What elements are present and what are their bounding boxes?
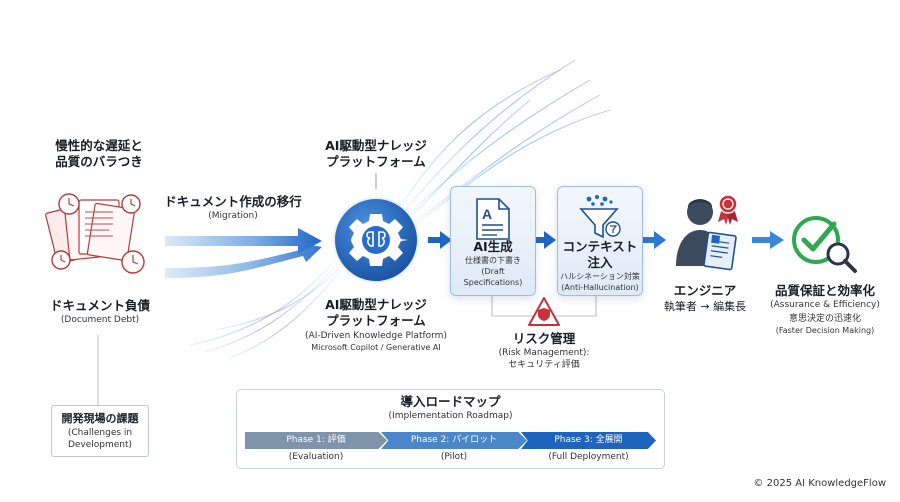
check-magnifier-icon bbox=[792, 216, 857, 273]
phase-3-chevron: Phase 3: 全展開 bbox=[521, 432, 656, 449]
phase-1-caption: (Evaluation) bbox=[288, 452, 344, 462]
context-injection-card: コンテキスト注入 ハルシネーション対策 (Anti-Hallucination) bbox=[557, 186, 643, 296]
arrow-engineer-to-quality bbox=[752, 231, 784, 249]
copyright-footer: © 2025 AI KnowledgeFlow bbox=[753, 478, 886, 489]
engineer-block: エンジニア 執筆者 → 編集長 bbox=[650, 283, 760, 315]
migration-arrow-lower bbox=[165, 243, 322, 278]
engineer-sub: 執筆者 → 編集長 bbox=[663, 300, 747, 313]
migration-label: ドキュメント作成の移行 (Migration) bbox=[164, 194, 302, 221]
arrow-gear-to-aigen bbox=[428, 231, 452, 249]
warning-shield-icon bbox=[528, 297, 560, 326]
phase-3-caption: (Full Deployment) bbox=[548, 452, 629, 462]
phase-2-chevron: Phase 2: パイロット bbox=[381, 432, 527, 449]
upper-wisps bbox=[394, 59, 611, 231]
platform-bottom-block: AI駆動型ナレッジ プラットフォーム (AI-Driven Knowledge … bbox=[305, 297, 447, 352]
challenges-box: 開発現場の課題 (Challenges in Development) bbox=[51, 405, 149, 457]
risk-title: リスク管理 bbox=[512, 331, 576, 346]
svg-text:A: A bbox=[482, 206, 492, 222]
engineer-title: エンジニア bbox=[673, 283, 737, 298]
risk-block: リスク管理 (Risk Management): セキュリティ評価 bbox=[484, 331, 604, 371]
quality-title: 品質保証と効率化 bbox=[774, 283, 875, 298]
roadmap-subtitle: (Implementation Roadmap) bbox=[388, 411, 513, 421]
platform-top-label: AI駆動型ナレッジ プラットフォーム bbox=[325, 138, 427, 169]
problem-title: ドキュメント負債 bbox=[49, 298, 150, 313]
lower-wisps bbox=[189, 259, 343, 359]
engineer-icon bbox=[676, 194, 738, 271]
problem-title-block: ドキュメント負債 (Document Debt) bbox=[30, 298, 170, 326]
phase-1-chevron: Phase 1: 評価 bbox=[245, 432, 387, 449]
document-a-icon: A bbox=[476, 198, 510, 240]
problem-subtitle: (Document Debt) bbox=[60, 315, 140, 325]
funnel-icon bbox=[579, 195, 621, 239]
arrow-context-to-engineer bbox=[643, 231, 666, 249]
roadmap-title: 導入ロードマップ bbox=[400, 394, 501, 409]
arrow-aigen-to-context bbox=[533, 231, 556, 249]
quality-block: 品質保証と効率化 (Assurance & Efficiency) 意思決定の迅… bbox=[755, 283, 895, 336]
ai-gen-title: AI生成 bbox=[473, 239, 513, 254]
phase-2-caption: (Pilot) bbox=[440, 452, 468, 462]
document-stack-icon bbox=[45, 193, 145, 274]
migration-arrow-upper bbox=[165, 228, 322, 254]
problem-heading: 慢性的な遅延と 品質のバラつき bbox=[55, 138, 143, 169]
roadmap-box: 導入ロードマップ (Implementation Roadmap) Phase … bbox=[236, 389, 665, 469]
ai-generation-card: A AI生成 仕様書の下書き (Draft Specifications) bbox=[450, 186, 536, 296]
context-title: コンテキスト注入 bbox=[562, 239, 638, 270]
ai-gear-icon bbox=[333, 197, 419, 283]
